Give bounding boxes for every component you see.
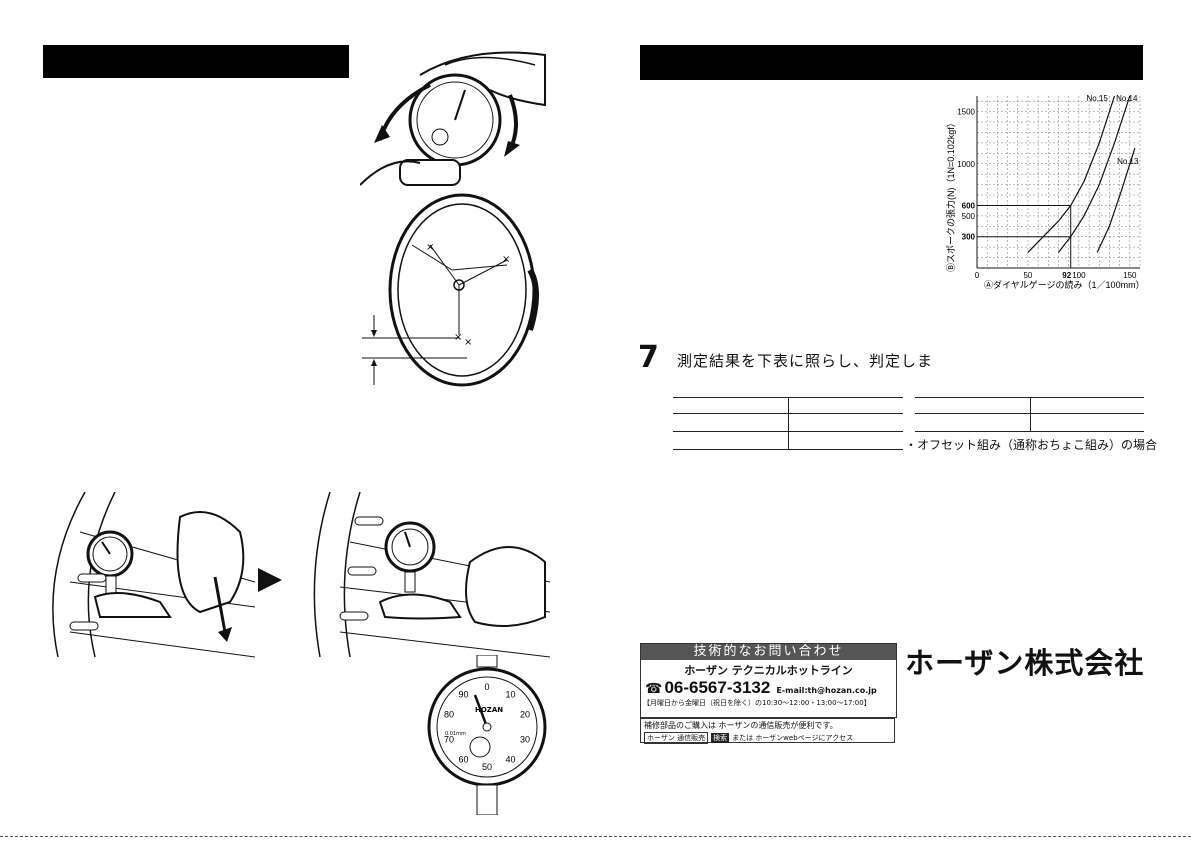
chart-reference-lines (977, 204, 1072, 268)
chart-curve-label: No.14 (1116, 94, 1138, 103)
chart-x-tick-label: 0 (975, 271, 980, 280)
chart-x-tick-label: 92 (1062, 271, 1071, 280)
email-address[interactable]: E-mail:th@hozan.co.jp (776, 686, 877, 695)
table-left-line-4 (673, 449, 903, 450)
phone-icon: ☎ (645, 681, 663, 697)
gauge-unit: 0.01mm (445, 731, 466, 737)
parts-box: 補修部品のご購入は ホーザンの通信販売が便利です。 ホーザン 通信販売 検索 ま… (640, 718, 895, 744)
contact-box: 技術的なお問い合わせ ホーザン テクニカルホットライン ☎ 06-6567-31… (640, 643, 897, 718)
search-button[interactable]: 検索 (711, 733, 730, 743)
table-right-divider (1030, 397, 1031, 431)
gauge-on-spokes-after-illustration (313, 492, 550, 658)
chart-curve-label: No.15 (1087, 94, 1109, 103)
wheel-measurement-illustration: × × × × (362, 193, 539, 387)
parts-note: 補修部品のご購入は ホーザンの通信販売が便利です。 (644, 721, 838, 730)
step-number: 7 (638, 340, 659, 375)
gauge-number: 30 (520, 734, 530, 744)
dial-gauge-face-illustration: 0 10 20 30 40 50 60 70 80 90 HOZAN 0.01mm (427, 655, 547, 815)
company-logo: ホーザン株式会社 (905, 646, 1145, 680)
gauge-number: 10 (505, 690, 515, 700)
hours-text: 【月曜日から金曜日（祝日を除く）の10:30～12:00・13:00～17:00… (643, 699, 871, 707)
gauge-number: 90 (458, 690, 468, 700)
chart-y-tick-label: 1000 (957, 160, 975, 169)
hotline-label: ホーザン テクニカルホットライン (684, 664, 853, 677)
chart-x-tick-label: 50 (1023, 271, 1032, 280)
gauge-on-spokes-before-illustration (52, 492, 255, 658)
left-header-bar (43, 45, 349, 78)
chart-x-tick-label: 100 (1072, 271, 1086, 280)
chart-x-axis-label: Ⓐダイヤルゲージの読み（1／100mm） (984, 279, 1144, 290)
gauge-number: 70 (444, 734, 454, 744)
gauge-number: 80 (444, 710, 454, 720)
svg-text:×: × (426, 242, 434, 253)
search-box[interactable]: ホーザン 通信販売 (644, 732, 709, 744)
table-right-line-1 (915, 397, 1144, 398)
dial-gauge-rotation-illustration (360, 51, 546, 186)
chart-x-tick-label: 150 (1123, 271, 1137, 280)
chart-curves (1027, 95, 1136, 253)
chart-y-tick-label: 1500 (957, 108, 975, 117)
chart-series-line (1027, 95, 1116, 253)
arrow-right-icon (258, 568, 282, 592)
table-right-line-2 (915, 413, 1144, 414)
gauge-brand: HOZAN (475, 706, 503, 714)
table-right-line-3 (915, 431, 1144, 432)
chart-series-line (1096, 147, 1136, 253)
chart-y-tick-label: 500 (962, 212, 976, 221)
phone-number[interactable]: 06-6567-3132 (664, 678, 771, 697)
right-header-bar (640, 45, 1143, 80)
chart-y-tick-label: 600 (962, 201, 976, 210)
table-left-divider (788, 397, 789, 449)
gauge-number: 60 (458, 754, 468, 764)
chart-series-line (1058, 95, 1131, 253)
gauge-number: 50 (482, 762, 492, 772)
web-note: または ホーザンwebページにアクセス (732, 734, 854, 742)
chart-grid (976, 96, 1141, 269)
chart-y-axis-label: Ⓑスポークの張力(N)（1N=0.102kgf） (945, 118, 956, 272)
contact-header: 技術的なお問い合わせ (641, 644, 896, 660)
gauge-number: 20 (520, 710, 530, 720)
gauge-number: 40 (505, 754, 515, 764)
chart-curve-label: No.13 (1117, 157, 1139, 166)
chart-y-tick-label: 300 (962, 233, 976, 242)
step-instruction: 測定結果を下表に照らし、判定しま (677, 352, 934, 370)
bottom-dashed-border (0, 836, 1191, 838)
svg-text:×: × (464, 337, 472, 348)
gauge-number: 0 (484, 682, 489, 692)
svg-text:×: × (502, 254, 510, 265)
offset-note: ・オフセット組み（通称おちょこ組み）の場合 (905, 438, 1158, 452)
